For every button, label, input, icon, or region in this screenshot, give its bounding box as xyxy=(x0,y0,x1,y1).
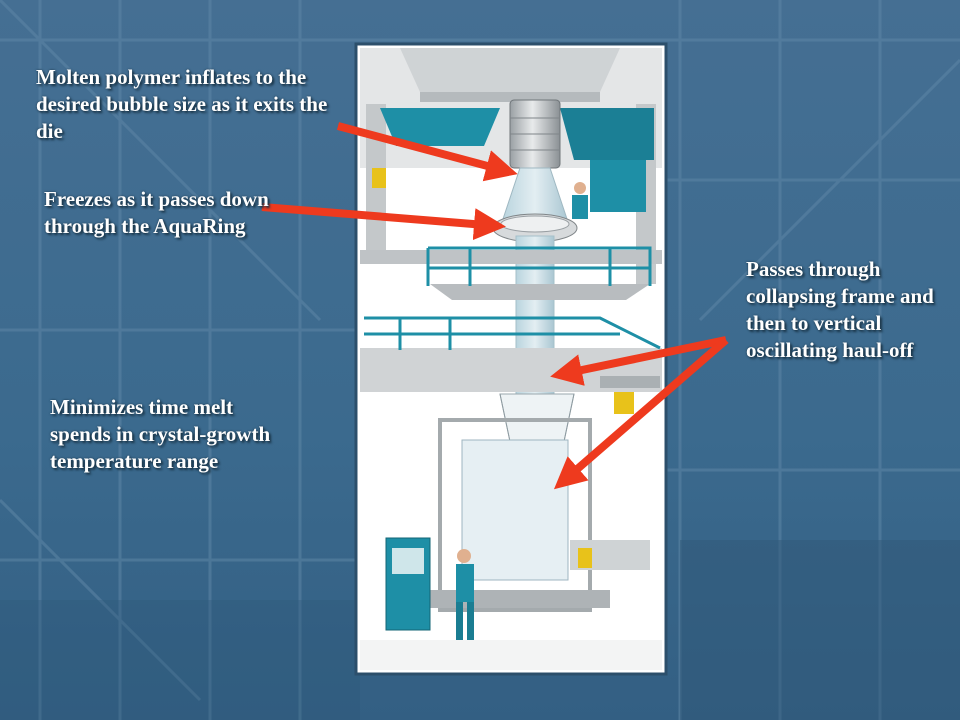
callout-aquaring-freeze: Freezes as it passes down through the Aq… xyxy=(44,187,269,238)
arrow-to-haul-off xyxy=(553,336,729,490)
callout-crystal-growth: Minimizes time melt spends in crystal-gr… xyxy=(50,395,271,473)
arrow-to-die xyxy=(336,122,518,182)
arrow-to-aquaring xyxy=(261,203,506,241)
blown-film-machine-illustration xyxy=(354,42,668,676)
arrow-to-collapsing-frame xyxy=(550,336,727,386)
callout-collapsing-frame: Passes through collapsing frame and then… xyxy=(746,257,934,362)
callout-die-inflation: Molten polymer inflates to the desired b… xyxy=(36,65,328,143)
pointer-arrows xyxy=(261,122,729,490)
